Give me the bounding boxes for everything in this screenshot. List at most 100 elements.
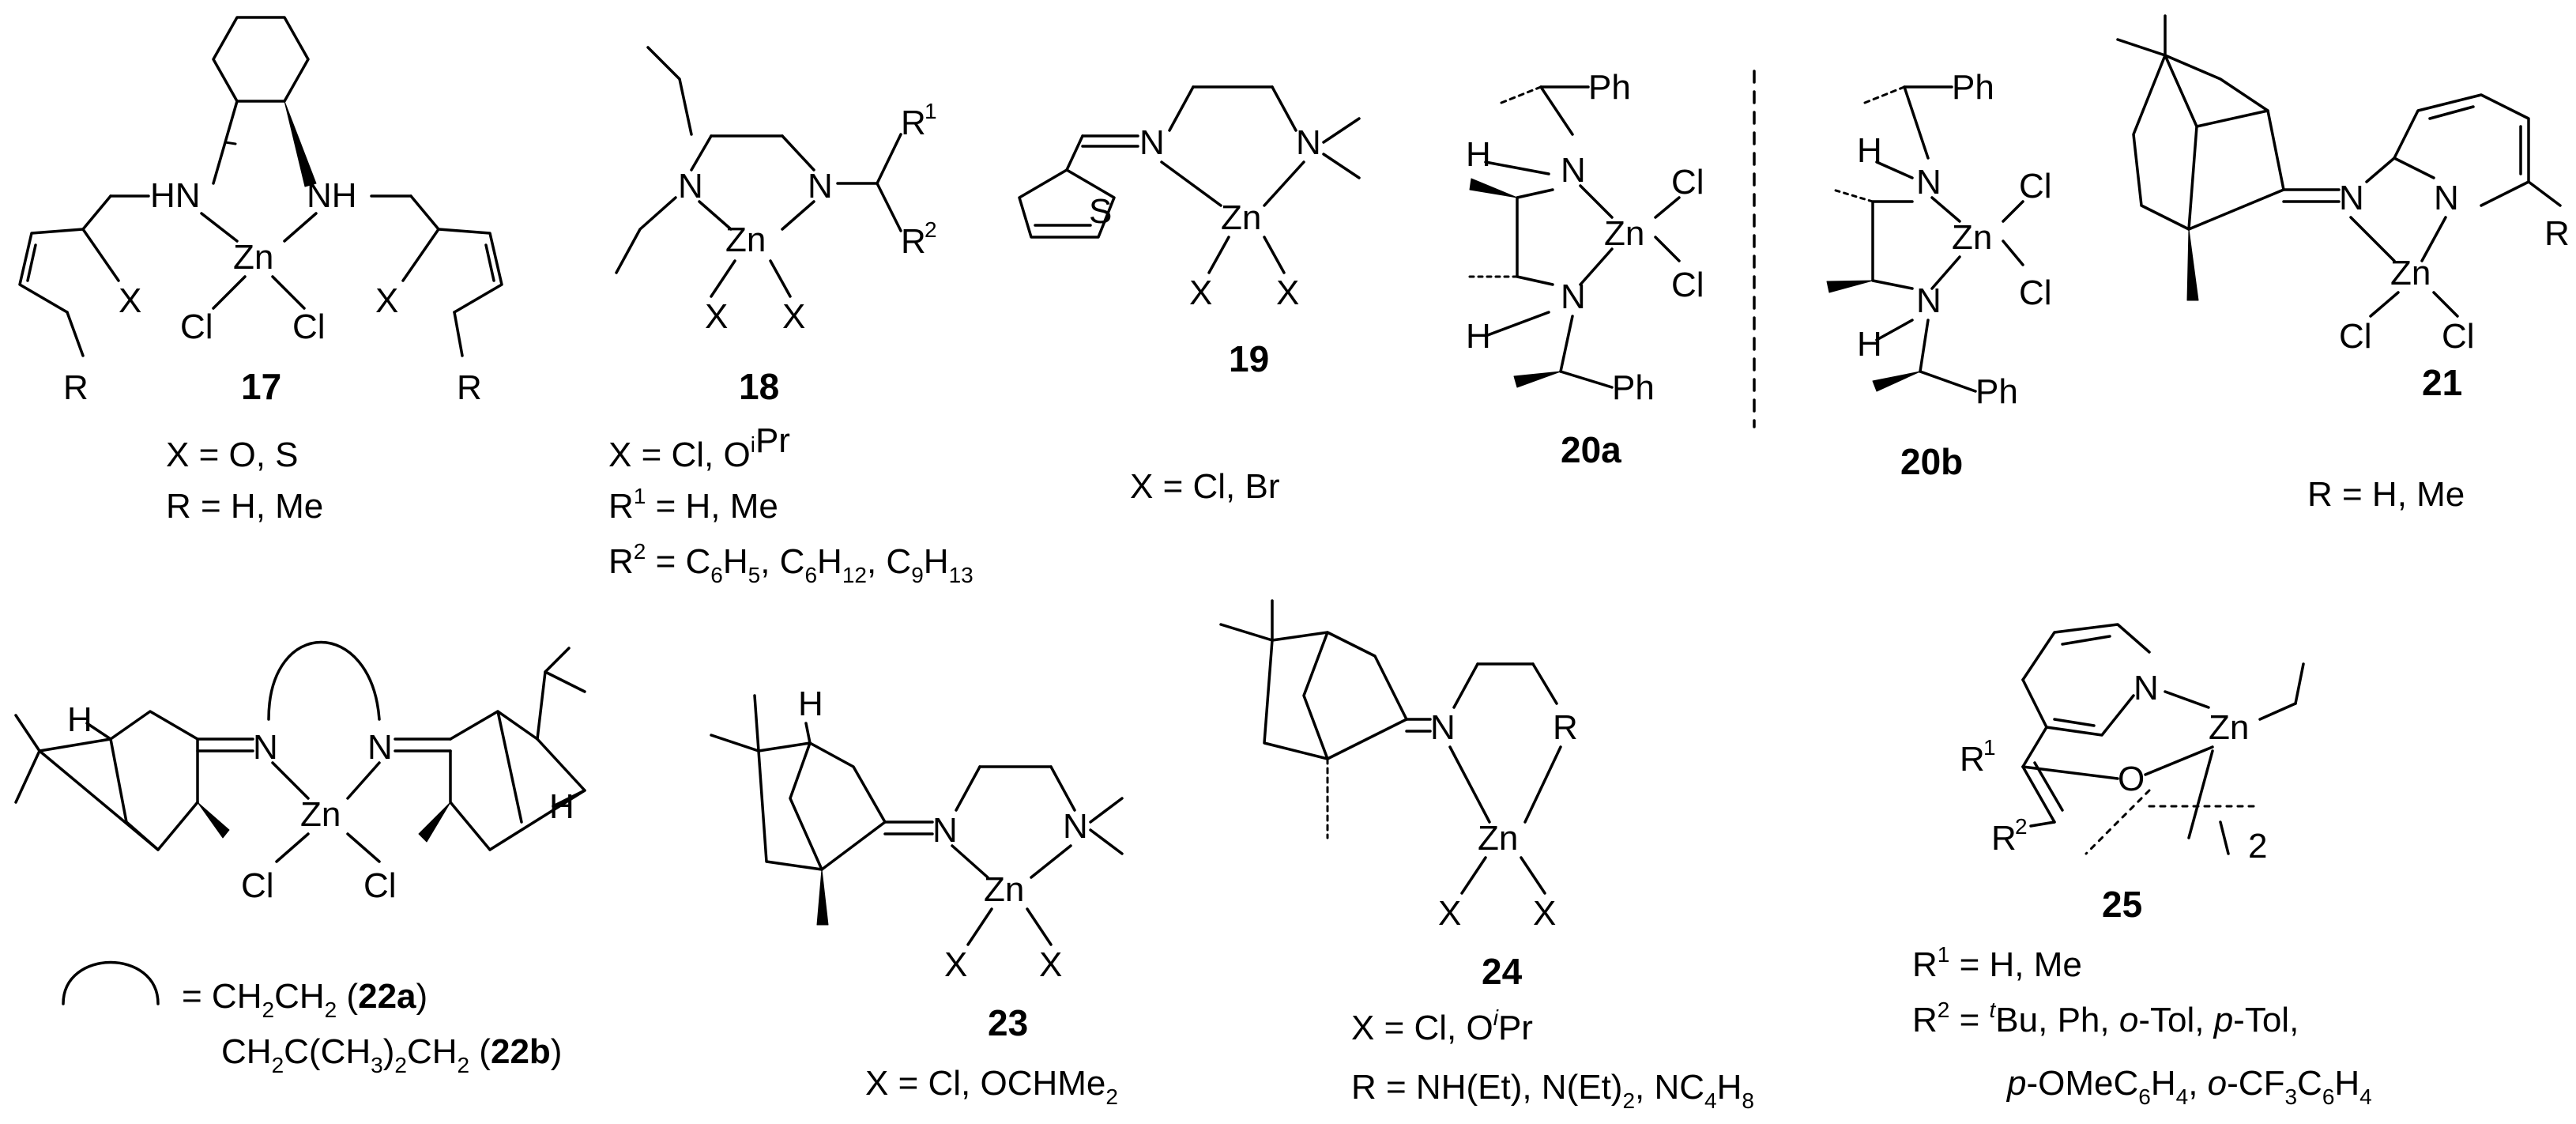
atom-r: R [2544,214,2570,253]
atom-r: R [1553,708,1578,747]
atom-x: X [705,297,728,336]
compound-20b: Ph H N N Zn Cl Cl H Ph 20b [1826,68,2052,482]
atom-zn: Zn [1221,198,1261,237]
compound-20a: Ph H N N Zn Cl Cl H Ph 20a [1466,68,1704,470]
atom-n: N [1063,807,1088,846]
caption-18-r2: R2 = C6H5, C6H12, C9H13 [608,539,974,587]
atom-x: X [1438,894,1461,933]
atom-zn: Zn [233,238,273,277]
atom-cl: Cl [1671,163,1704,202]
atom-n: N [1916,281,1941,320]
caption-18-x: X = Cl, OiPhPr [608,421,790,474]
atom-cl: Cl [1671,266,1704,304]
label-19: 19 [1229,338,1269,379]
compound-19: S N N Zn X X 19 X = Cl, Br [1018,85,1361,506]
atom-ph: Ph [1975,372,2018,411]
atom-n: N [678,167,703,206]
atom-x: X [1276,273,1299,312]
atom-x: X [1039,945,1062,984]
caption-22a: = CH2CH2 (22a) [182,977,427,1022]
atom-x: X [375,281,398,320]
atom-r: R [63,368,89,407]
linker-arc-legend [62,960,160,1005]
atom-zn: Zn [2209,708,2249,747]
atom-h: H [798,685,823,723]
svg-text:1: 1 [1983,735,1996,760]
caption-22b: CH2C(CH3)2CH2 (22b) [221,1032,562,1077]
atom-n: N [1296,123,1321,162]
caption-18-r1: R1 = H, Me [608,484,778,526]
label-20a: 20a [1561,429,1621,470]
caption-24-r: R = NH(Et), N(Et)2, NC4H8 [1351,1068,1754,1113]
atom-x: X [782,297,805,336]
atom-o: O [2118,760,2145,798]
thiophene-ring [1018,168,1116,239]
linker-arc [267,640,381,721]
atom-n: N [932,811,958,850]
atom-cl: Cl [180,307,213,346]
atom-r1: R [901,104,926,142]
svg-text:2: 2 [925,217,937,242]
atom-zn: Zn [1952,218,1992,257]
compound-22: H N N Zn Cl Cl H = CH2CH2 ( [14,640,586,1077]
atom-zn: Zn [725,221,766,259]
atom-s: S [1089,192,1112,231]
atom-cl: Cl [292,307,326,346]
atom-h: H [1857,325,1882,364]
atom-r2: R [901,222,926,261]
compound-18: N N Zn X X R 1 R 2 18 X = Cl, OiPhPr R1 … [608,46,974,587]
atom-cl: Cl [2019,273,2052,312]
compound-23: H N N Zn X X 23 X = Cl, OCHMe2 [710,685,1124,1109]
atom-zn: Zn [1604,214,1644,253]
compound-24: N R Zn X X 24 X = Cl, OiPr R = NH(Et), N… [1219,599,1754,1113]
atom-n: N [2133,669,2159,707]
atom-hn: HN [150,176,201,215]
dimer-subscript: 2 [2248,827,2267,866]
compound-17: HN NH Zn Cl Cl X R X R 17 X = O, S R = H… [18,16,503,526]
atom-n: N [808,167,833,206]
atom-r1: R [1960,740,1985,779]
atom-r2: R [1991,819,2017,858]
atom-nh: NH [307,176,357,215]
caption-23-x: X = Cl, OCHMe2 [865,1064,1118,1109]
atom-x: X [1189,273,1212,312]
atom-n: N [1561,151,1586,190]
svg-text:2: 2 [2015,814,2028,839]
atom-ph: Ph [1612,368,1655,407]
caption-17-r: R = H, Me [166,487,323,526]
atom-zn: Zn [300,795,341,834]
atom-cl: Cl [2442,317,2475,356]
atom-n: N [253,728,278,767]
label-25: 25 [2102,884,2142,925]
caption-25-r2-cont: p-OMeC6H4, o-CF3C6H4 [2005,1064,2372,1109]
caption-17-x: X = O, S [166,436,299,474]
atom-n: N [1430,708,1456,747]
atom-r: R [457,368,482,407]
atom-h: H [67,700,92,739]
atom-cl: Cl [2019,167,2052,206]
cyclohexane-ring [212,16,310,103]
atom-zn: Zn [2390,254,2431,292]
svg-text:1: 1 [925,99,937,123]
caption-25-r2: R2 = tBu, Ph, o-Tol, p-Tol, [1912,998,2299,1039]
atom-cl: Cl [2339,317,2372,356]
atom-n: N [2339,179,2364,217]
atom-h: H [1466,135,1491,174]
caption-19-x: X = Cl, Br [1130,467,1280,506]
label-17: 17 [241,366,281,407]
atom-n: N [367,728,393,767]
label-21: 21 [2422,362,2462,403]
caption-24-x: X = Cl, OiPr [1351,1005,1533,1047]
label-18: 18 [739,366,779,407]
caption-21-r: R = H, Me [2307,475,2465,514]
atom-n: N [1139,123,1165,162]
atom-zn: Zn [1478,819,1518,858]
atom-cl: Cl [241,866,274,905]
atom-zn: Zn [984,870,1024,909]
label-24: 24 [1482,951,1523,992]
caption-25-r1: R1 = H, Me [1912,942,2082,984]
atom-x: X [119,281,141,320]
compound-21: N N R Zn Cl Cl 21 R = H, Me [2116,14,2570,514]
label-23: 23 [988,1002,1028,1043]
